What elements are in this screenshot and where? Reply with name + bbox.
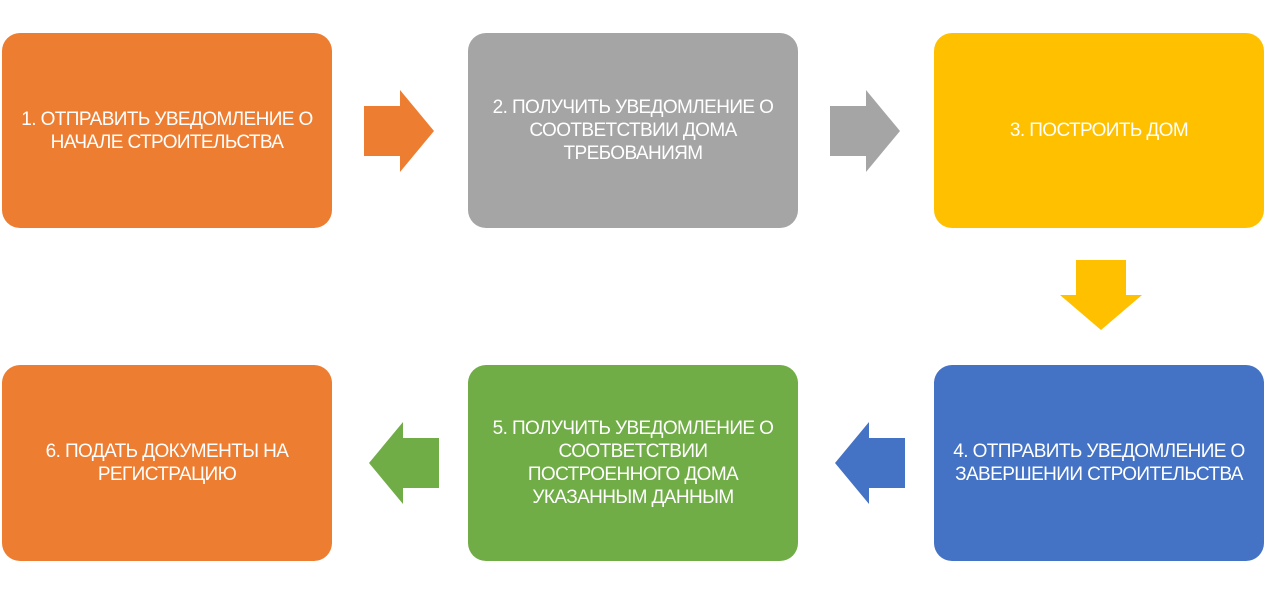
step-2-box: 2. ПОЛУЧИТЬ УВЕДОМЛЕНИЕ О СООТВЕТСТВИИ Д… <box>468 33 798 228</box>
step-4-label: 4. ОТПРАВИТЬ УВЕДОМЛЕНИЕ О ЗАВЕРШЕНИИ СТ… <box>953 441 1245 485</box>
step-2-label: 2. ПОЛУЧИТЬ УВЕДОМЛЕНИЕ О СООТВЕТСТВИИ Д… <box>492 97 774 164</box>
arrow-right-icon <box>364 90 434 172</box>
step-4-box: 4. ОТПРАВИТЬ УВЕДОМЛЕНИЕ О ЗАВЕРШЕНИИ СТ… <box>934 365 1264 561</box>
step-1-label: 1. ОТПРАВИТЬ УВЕДОМЛЕНИЕ О НАЧАЛЕ СТРОИТ… <box>21 108 313 153</box>
step-3-box: 3. ПОСТРОИТЬ ДОМ <box>934 33 1264 228</box>
step-5-box: 5. ПОЛУЧИТЬ УВЕДОМЛЕНИЕ О СООТВЕТСТВИИ П… <box>468 365 798 561</box>
arrow-right-icon <box>830 90 900 172</box>
arrow-down-icon <box>1060 260 1142 330</box>
arrow-left-icon <box>369 422 439 504</box>
step-5-label: 5. ПОЛУЧИТЬ УВЕДОМЛЕНИЕ О СООТВЕТСТВИИ П… <box>492 418 774 508</box>
step-6-box: 6. ПОДАТЬ ДОКУМЕНТЫ НА РЕГИСТРАЦИЮ <box>2 365 332 561</box>
step-6-label: 6. ПОДАТЬ ДОКУМЕНТЫ НА РЕГИСТРАЦИЮ <box>45 441 289 485</box>
step-3-label: 3. ПОСТРОИТЬ ДОМ <box>1009 120 1189 141</box>
step-1-box: 1. ОТПРАВИТЬ УВЕДОМЛЕНИЕ О НАЧАЛЕ СТРОИТ… <box>2 33 332 228</box>
arrow-left-icon <box>835 422 905 504</box>
